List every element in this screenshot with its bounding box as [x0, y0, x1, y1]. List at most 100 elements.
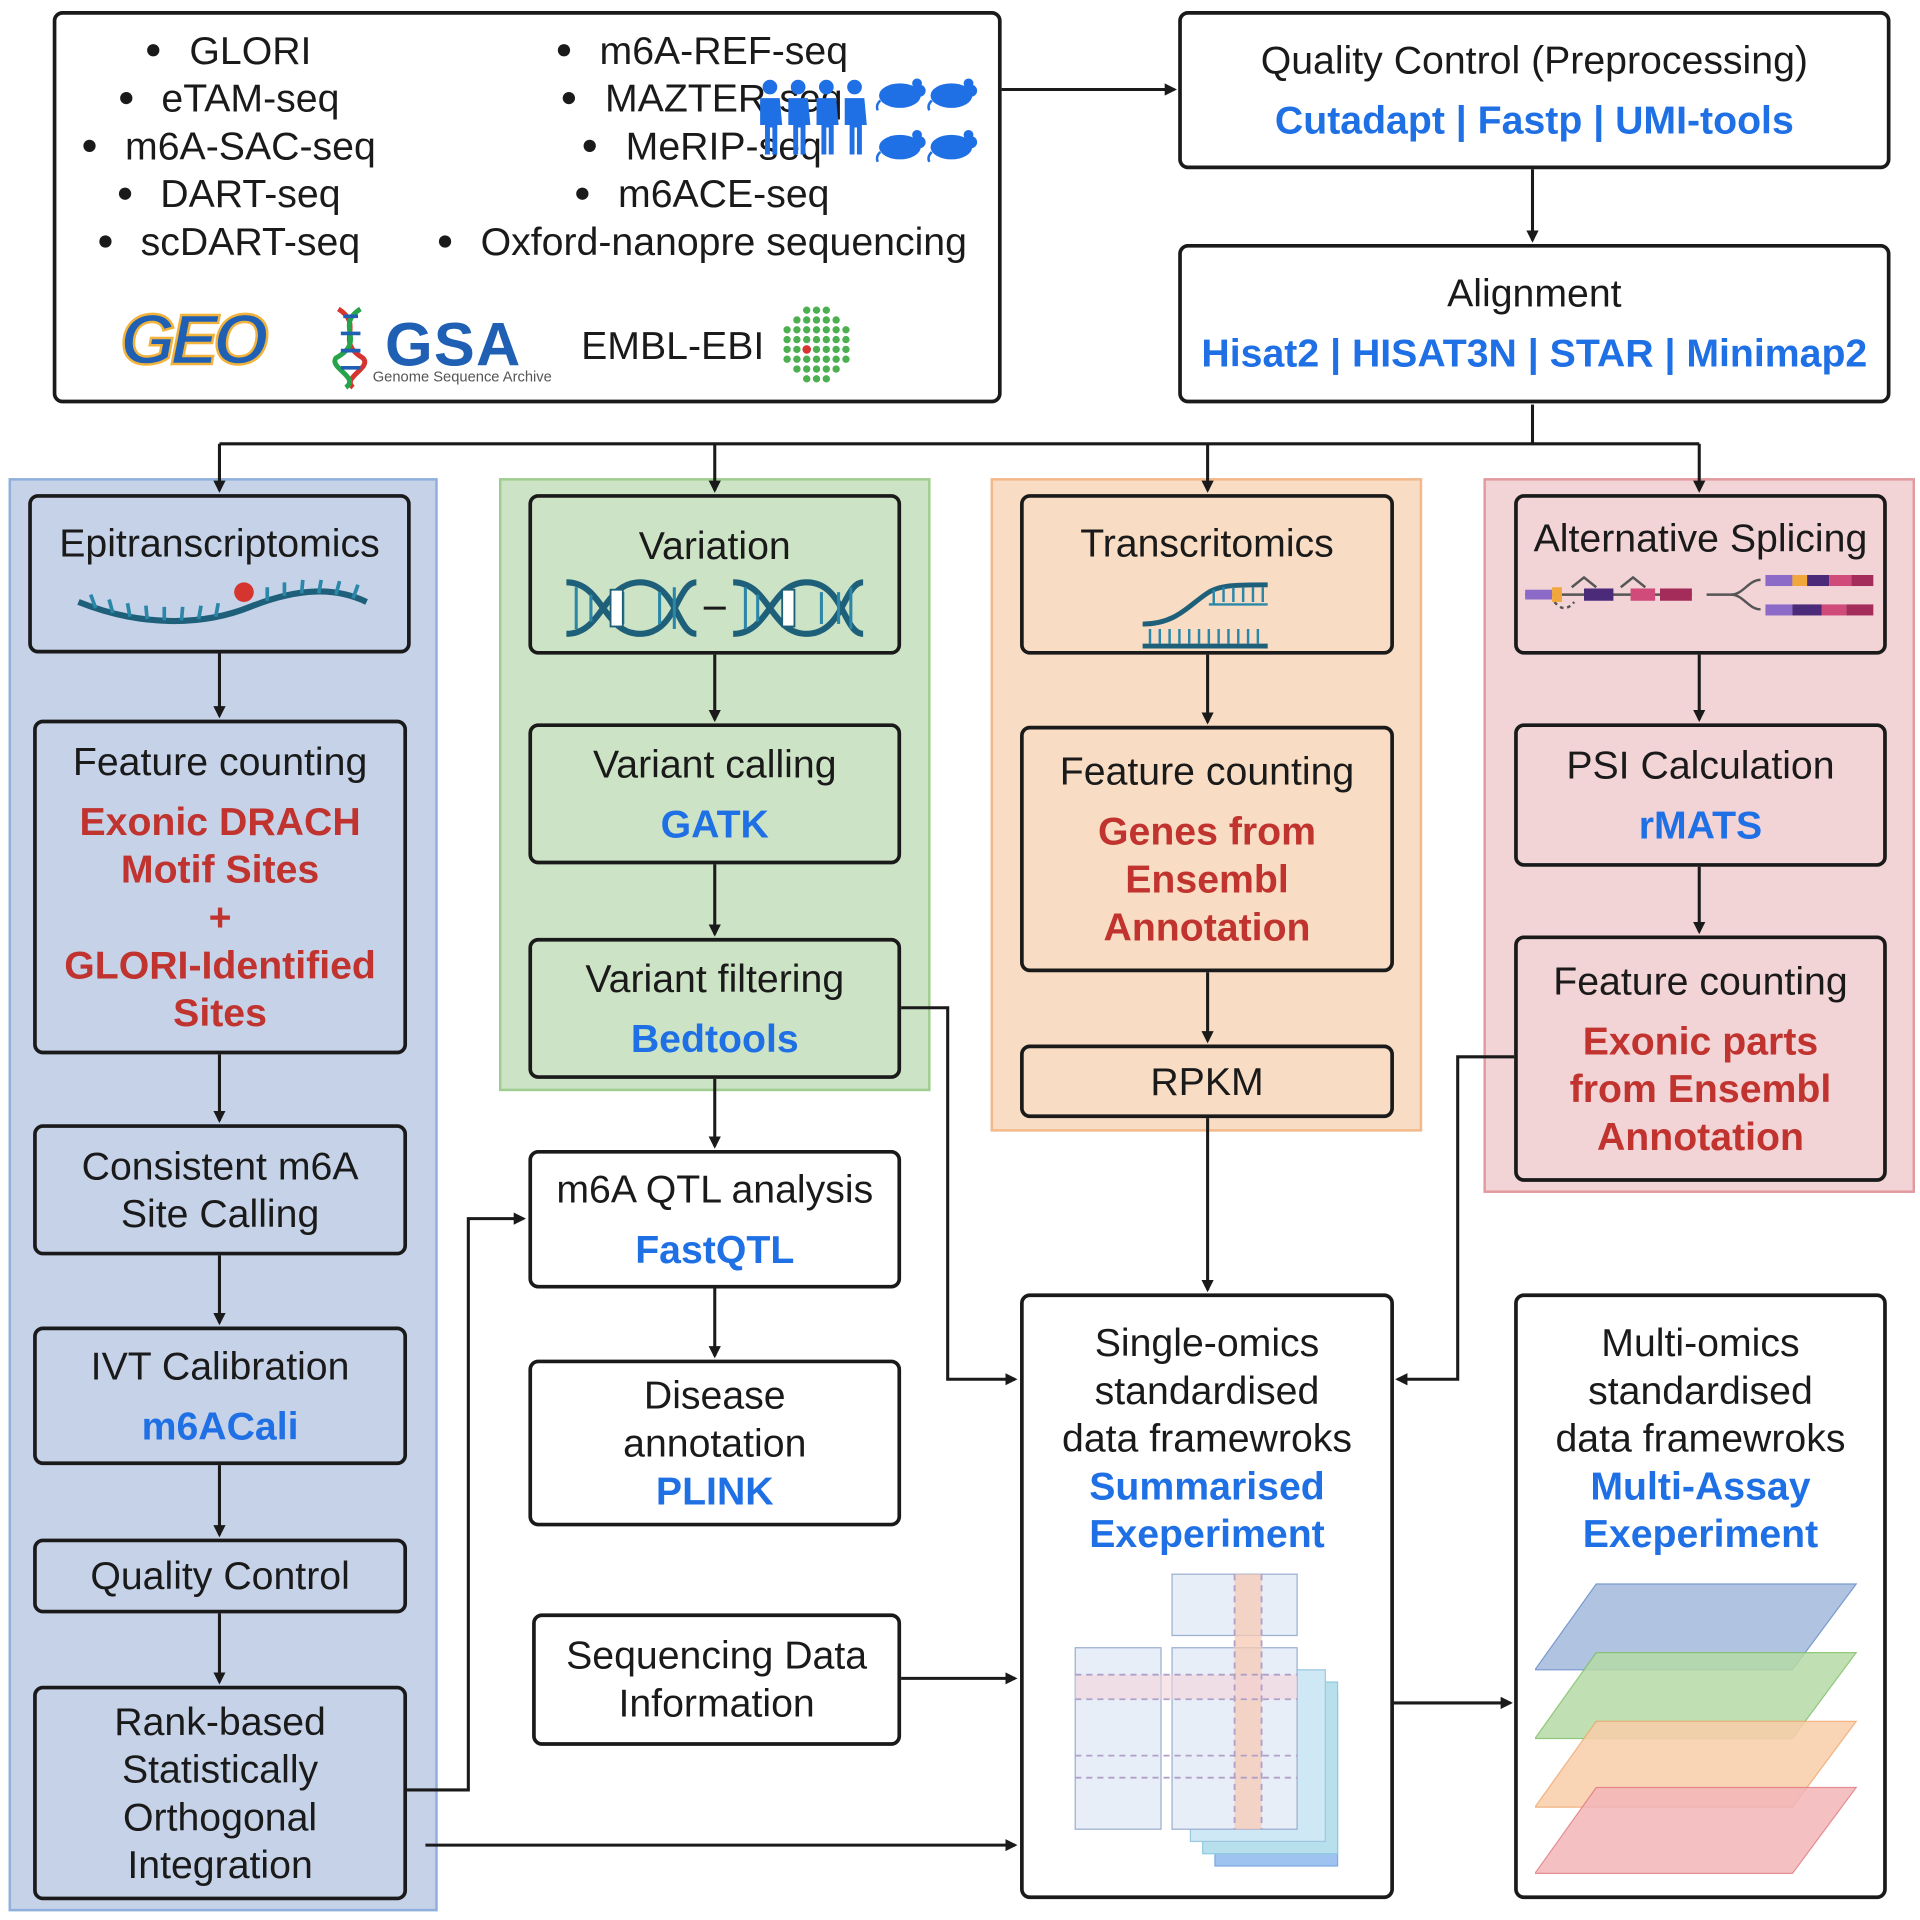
epi-feature-line-2: Motif Sites [120, 846, 320, 891]
rna-modification-icon [77, 579, 368, 625]
alignment-tools: Hisat2 | HISAT3N | STAR | Minimap2 [1201, 331, 1868, 376]
epi-feature-line-5: Sites [173, 989, 267, 1035]
methods-list-right: m6A-REF-seq MAZTER-seq MeRIP-seq m6ACE-s… [438, 27, 967, 266]
splicing-title: Alternative Splicing [1533, 516, 1868, 561]
rpkm-box: RPKM [1020, 1044, 1394, 1119]
splice-feature-line-2: from Ensembl [1569, 1066, 1832, 1111]
ivt-calibration-box: IVT Calibration m6ACali [33, 1326, 408, 1466]
mouse-icon [875, 78, 978, 163]
multi-line-2: standardised [1588, 1368, 1813, 1413]
rank-line-2: Statistically [121, 1746, 319, 1791]
psi-title: PSI Calculation [1566, 742, 1835, 787]
multi-tool-2: Exeperiment [1582, 1511, 1819, 1556]
embl-ebi-logo: EMBL-EBI [581, 323, 765, 368]
m6a-qtl-analysis-box: m6A QTL analysis FastQTL [528, 1149, 902, 1289]
method-item: MeRIP-seq [439, 123, 967, 171]
variant-calling-title: Variant calling [593, 741, 837, 786]
alignment-title: Alignment [1447, 270, 1622, 316]
psi-tool: rMATS [1638, 802, 1763, 847]
epi-feature-line-3: + [208, 894, 232, 939]
rpkm-label: RPKM [1150, 1058, 1264, 1103]
seqinfo-line-1: Sequencing Data [566, 1633, 868, 1678]
dna-mutation-icon [566, 579, 864, 637]
transcriptomics-box: Transcritomics [1020, 494, 1394, 655]
splice-feature-title: Feature counting [1553, 958, 1848, 1003]
qtl-title: m6A QTL analysis [556, 1166, 874, 1211]
variant-filtering-tool: Bedtools [630, 1015, 799, 1060]
variant-calling-tool: GATK [660, 801, 769, 846]
rank-line-1: Rank-based [114, 1698, 326, 1743]
consistent-site-calling-box: Consistent m6A Site Calling [33, 1124, 408, 1256]
sequencing-data-information-box: Sequencing Data Information [532, 1613, 902, 1746]
single-line-2: standardised [1094, 1368, 1320, 1413]
method-item: m6A-SAC-seq [83, 123, 376, 171]
single-line-3: data framewroks [1062, 1416, 1352, 1461]
methods-list-left: GLORI eTAM-seq m6A-SAC-seq DART-seq scDA… [83, 27, 376, 266]
epi-quality-control-box: Quality Control [33, 1538, 408, 1614]
method-item: Oxford-nanopre sequencing [438, 218, 967, 266]
method-item: DART-seq [83, 170, 375, 218]
method-item: m6ACE-seq [439, 170, 967, 218]
gsa-subtitle: Genome Sequence Archive [372, 367, 552, 385]
rank-line-4: Integration [127, 1842, 313, 1887]
ivt-tool: m6ACali [141, 1403, 299, 1448]
trans-feature-line-1: Genes from [1097, 808, 1316, 853]
multi-line-1: Multi-omics [1601, 1320, 1800, 1365]
summarised-experiment-icon [1074, 1573, 1339, 1867]
multi-line-3: data framewroks [1555, 1416, 1846, 1461]
method-item: eTAM-seq [83, 75, 375, 123]
splicing-icon [1525, 574, 1874, 616]
variation-box: Variation [528, 494, 902, 655]
rank-line-3: Orthogonal [123, 1794, 318, 1839]
multi-omics-box: Multi-omics standardised data framewroks… [1514, 1293, 1887, 1900]
epi-qc-title: Quality Control [90, 1553, 350, 1598]
consistent-line-2: Site Calling [120, 1191, 320, 1236]
rank-based-integration-box: Rank-based Statistically Orthogonal Inte… [33, 1685, 408, 1901]
method-item: m6A-REF-seq [439, 27, 967, 75]
method-item: GLORI [83, 27, 375, 75]
dna-helix-icon [332, 306, 368, 390]
trans-feature-line-3: Annotation [1103, 904, 1311, 949]
human-icon [760, 79, 867, 155]
transcriptomics-title: Transcritomics [1080, 521, 1334, 566]
epi-feature-title: Feature counting [72, 738, 368, 783]
multi-assay-layers-icon [1534, 1583, 1858, 1874]
qtl-tool: FastQTL [635, 1226, 795, 1271]
trans-feature-counting-box: Feature counting Genes from Ensembl Anno… [1020, 725, 1394, 973]
splice-feature-counting-box: Feature counting Exonic parts from Ensem… [1514, 935, 1887, 1182]
single-tool-1: Summarised [1089, 1463, 1325, 1508]
single-line-1: Single-omics [1094, 1320, 1320, 1365]
alignment-box: Alignment Hisat2 | HISAT3N | STAR | Mini… [1178, 243, 1891, 404]
splice-feature-line-3: Annotation [1596, 1113, 1804, 1158]
transcription-icon [1141, 582, 1268, 649]
disease-annotation-box: Disease annotation PLINK [528, 1359, 902, 1527]
variation-title: Variation [638, 523, 791, 568]
disease-line-1: Disease [643, 1372, 786, 1417]
epi-feature-line-4: GLORI-Identified [64, 942, 376, 987]
quality-control-preprocessing-box: Quality Control (Preprocessing) Cutadapt… [1178, 11, 1891, 170]
variant-calling-box: Variant calling GATK [528, 723, 902, 865]
disease-tool: PLINK [655, 1468, 774, 1513]
trans-feature-line-2: Ensembl [1125, 856, 1289, 901]
epitranscriptomics-box: Epitranscriptomics [28, 494, 411, 654]
data-sources-box: GLORI eTAM-seq m6A-SAC-seq DART-seq scDA… [52, 11, 1002, 404]
trans-feature-title: Feature counting [1059, 748, 1355, 793]
consistent-line-1: Consistent m6A [81, 1143, 359, 1188]
psi-calculation-box: PSI Calculation rMATS [1514, 723, 1887, 867]
disease-line-2: annotation [623, 1420, 807, 1465]
multi-tool-1: Multi-Assay [1590, 1463, 1811, 1508]
single-omics-box: Single-omics standardised data framewrok… [1020, 1293, 1394, 1900]
epitranscriptomics-title: Epitranscriptomics [59, 521, 380, 566]
epi-feature-counting-box: Feature counting Exonic DRACH Motif Site… [33, 719, 408, 1055]
geo-logo: GEO [119, 299, 270, 381]
qc-tools: Cutadapt | Fastp | UMI-tools [1274, 97, 1794, 142]
alternative-splicing-box: Alternative Splicing [1514, 494, 1887, 655]
epi-feature-line-1: Exonic DRACH [79, 798, 361, 843]
single-tool-2: Exeperiment [1089, 1511, 1325, 1556]
seqinfo-line-2: Information [618, 1680, 815, 1725]
method-item: scDART-seq [83, 218, 375, 266]
embl-dots-icon [783, 306, 850, 383]
ivt-title: IVT Calibration [90, 1343, 350, 1388]
qc-title: Quality Control (Preprocessing) [1260, 37, 1808, 82]
splice-feature-line-1: Exonic parts [1582, 1018, 1819, 1063]
